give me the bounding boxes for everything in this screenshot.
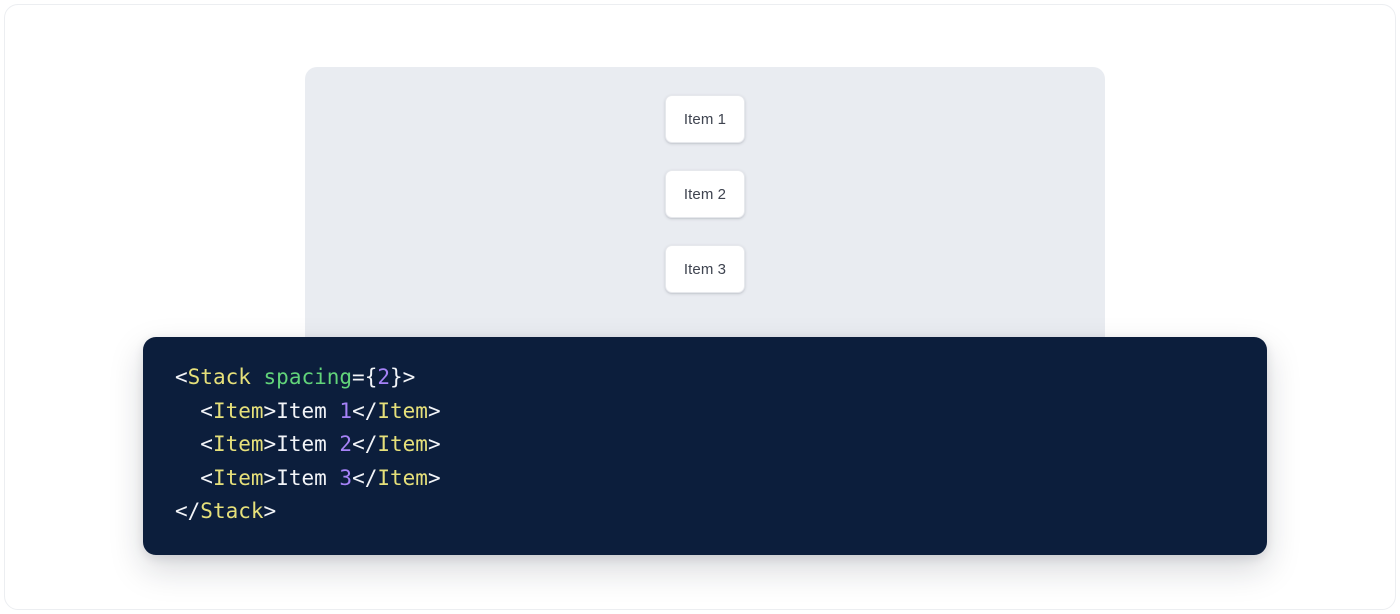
code-token-tag: Item <box>212 432 264 457</box>
code-token-punct: > <box>427 432 441 457</box>
code-token-punct: < <box>200 432 213 457</box>
code-token-punct: > <box>263 398 277 423</box>
stack-item-label: Item 2 <box>683 185 727 203</box>
code-token-number: 2 <box>339 432 353 457</box>
code-token-punct: > <box>263 465 277 490</box>
code-token-number: 2 <box>377 365 391 389</box>
code-token-attr: spacing <box>263 365 353 389</box>
code-indent <box>175 466 200 490</box>
stack-container: Item 1 Item 2 Item 3 <box>305 95 1105 293</box>
stack-item[interactable]: Item 2 <box>665 170 745 218</box>
code-token-tag: Stack <box>187 365 251 389</box>
code-token-punct: < <box>200 398 213 423</box>
code-token-tag: Item <box>377 432 428 457</box>
code-token-tag: Stack <box>200 499 264 524</box>
code-token-punct: < <box>175 365 188 389</box>
stack-item[interactable]: Item 3 <box>665 245 745 293</box>
code-token-text <box>251 365 264 389</box>
code-snippet-text[interactable]: <Stack spacing={2}> <Item>Item 1</Item> … <box>175 361 1235 529</box>
code-token-punct: > <box>427 465 441 490</box>
code-token-punct: </ <box>175 499 201 524</box>
code-line: </Stack> <box>175 495 1235 529</box>
code-token-punct: </ <box>352 398 378 423</box>
code-line: <Item>Item 3</Item> <box>175 462 1235 496</box>
code-token-punct: > <box>263 432 277 457</box>
code-snippet-block[interactable]: <Stack spacing={2}> <Item>Item 1</Item> … <box>143 337 1267 555</box>
code-token-punct: { <box>364 365 378 389</box>
code-token-text: Item <box>276 432 340 457</box>
stack-item-label: Item 3 <box>683 260 727 278</box>
code-token-punct: </ <box>352 465 378 490</box>
code-token-tag: Item <box>377 398 428 423</box>
code-line: <Stack spacing={2}> <box>175 361 1235 395</box>
code-token-punct: = <box>352 365 365 389</box>
code-token-tag: Item <box>377 465 428 490</box>
code-token-punct: > <box>402 365 416 389</box>
code-token-number: 1 <box>339 398 353 423</box>
code-token-punct: } <box>390 365 403 389</box>
code-indent <box>175 432 200 456</box>
code-token-punct: < <box>200 465 213 490</box>
code-indent <box>175 399 200 423</box>
code-token-tag: Item <box>212 398 264 423</box>
stack-item[interactable]: Item 1 <box>665 95 745 143</box>
code-token-punct: > <box>263 499 277 524</box>
code-token-punct: > <box>427 398 441 423</box>
code-token-punct: </ <box>352 432 378 457</box>
code-token-tag: Item <box>212 465 264 490</box>
code-line: <Item>Item 1</Item> <box>175 395 1235 429</box>
code-token-text: Item <box>276 465 340 490</box>
code-token-number: 3 <box>339 465 353 490</box>
code-line: <Item>Item 2</Item> <box>175 428 1235 462</box>
stack-item-label: Item 1 <box>683 110 727 128</box>
code-token-text: Item <box>276 398 340 423</box>
